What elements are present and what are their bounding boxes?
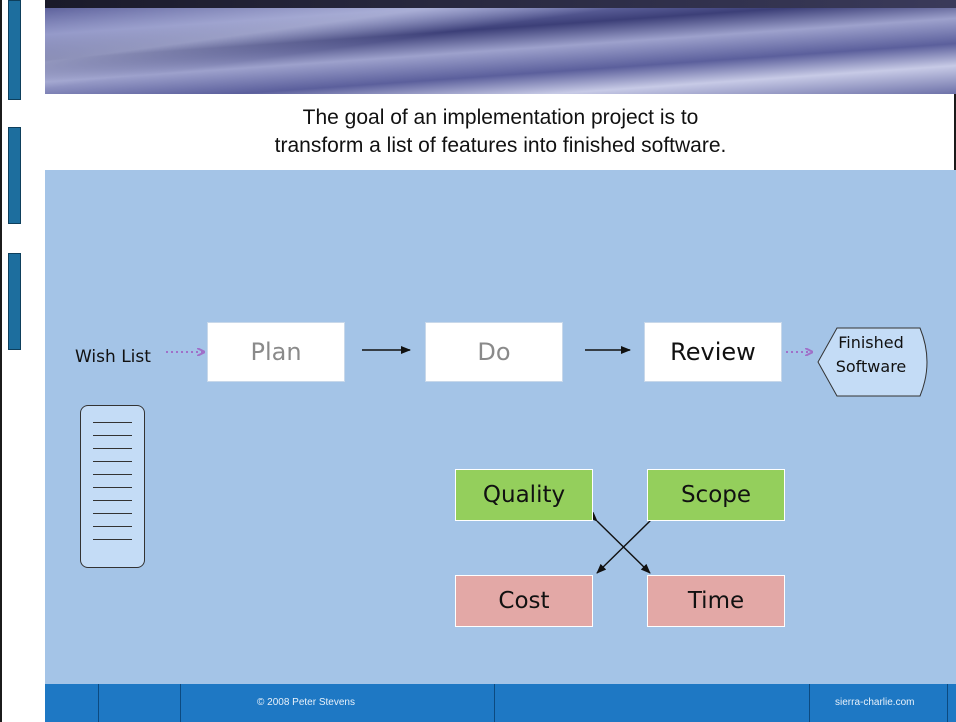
document-line (93, 526, 132, 527)
scope-box: Scope (647, 469, 785, 521)
time-label: Time (687, 588, 745, 614)
scope-label: Scope (680, 482, 752, 508)
plan-label: Plan (250, 338, 302, 366)
document-line (93, 422, 132, 423)
quality-box: Quality (455, 469, 593, 521)
cost-label: Cost (498, 588, 550, 614)
do-box: Do (425, 322, 563, 382)
document-line (93, 487, 132, 488)
document-line (93, 461, 132, 462)
footer-bar: © 2008 Peter Stevens sierra-charlie.com (45, 684, 956, 722)
side-tab-1 (8, 0, 21, 100)
footer-divider (98, 684, 99, 722)
footer-divider (947, 684, 948, 722)
wish-list-document-icon (80, 405, 145, 568)
slide-title-line-2: transform a list of features into finish… (274, 134, 727, 157)
finished-software-shape (817, 327, 928, 397)
footer-copyright: © 2008 Peter Stevens (257, 697, 355, 708)
header-banner (45, 0, 956, 94)
footer-divider (494, 684, 495, 722)
left-border (0, 0, 2, 722)
side-tab-3 (8, 253, 21, 350)
document-line (93, 539, 132, 540)
scope-cost-arrow (596, 511, 660, 574)
document-line (93, 513, 132, 514)
finished-software-line-1: Finished (838, 333, 904, 352)
finished-software-label: Finished Software (816, 331, 926, 379)
side-tab-2 (8, 127, 21, 224)
time-box: Time (647, 575, 785, 627)
document-line (93, 435, 132, 436)
footer-site: sierra-charlie.com (835, 697, 915, 708)
finished-software-line-2: Software (835, 357, 907, 376)
review-label: Review (670, 338, 756, 366)
document-line (93, 500, 132, 501)
slide-title: The goal of an implementation project is… (45, 104, 956, 160)
document-line (93, 474, 132, 475)
quality-label: Quality (482, 482, 566, 508)
do-label: Do (477, 338, 511, 366)
review-box: Review (644, 322, 782, 382)
cost-box: Cost (455, 575, 593, 627)
plan-box: Plan (207, 322, 345, 382)
wish-list-label: Wish List (75, 347, 151, 367)
document-line (93, 448, 132, 449)
slide-title-line-1: The goal of an implementation project is… (302, 106, 699, 129)
footer-divider (180, 684, 181, 722)
footer-divider (809, 684, 810, 722)
